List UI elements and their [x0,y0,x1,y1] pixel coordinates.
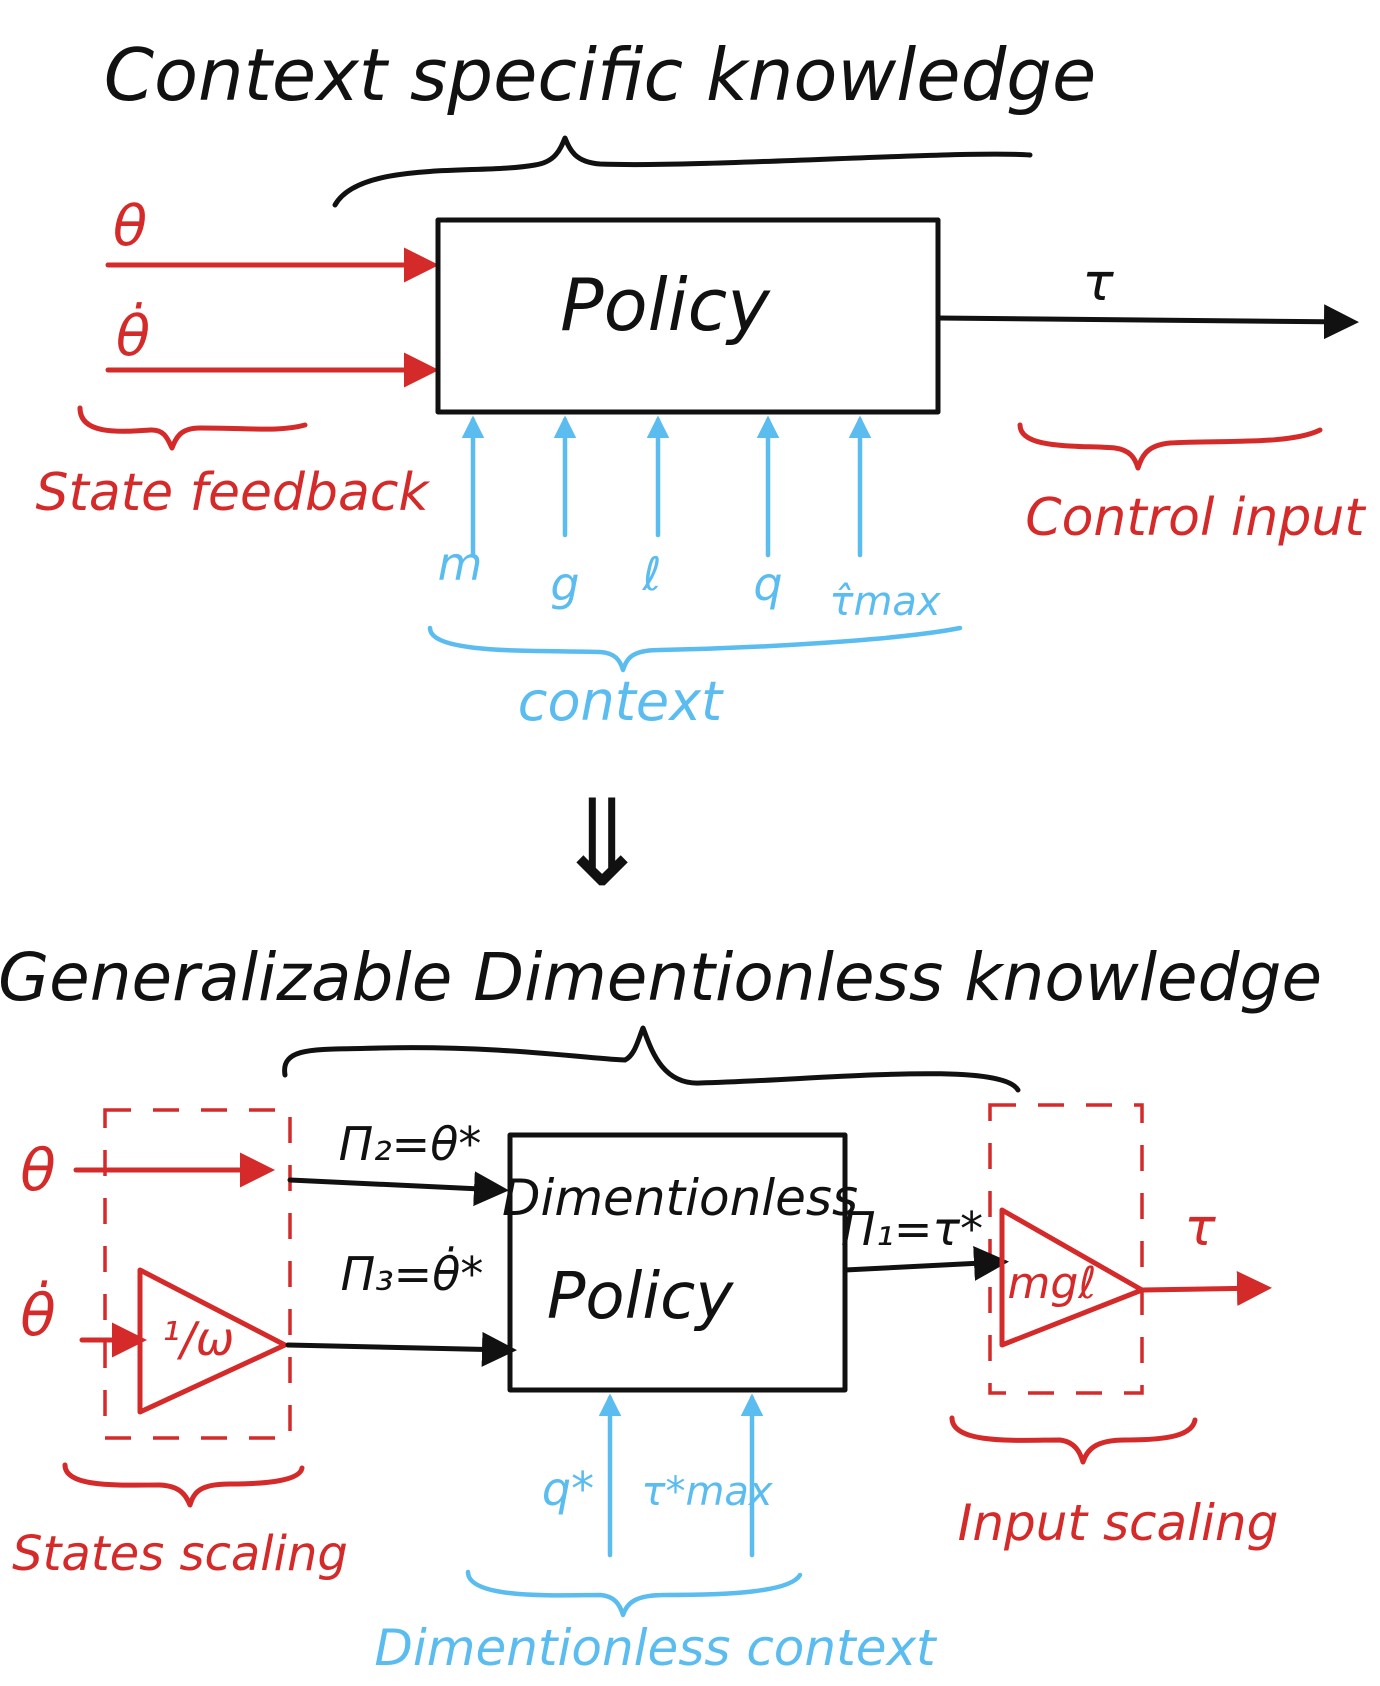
bottom-theta-label: θ [20,1136,56,1204]
dimless-context-label: Dimentionless context [374,1619,938,1677]
top-knowledge-brace [332,135,1033,208]
dimless-context-brace [465,1569,803,1618]
bottom-theta-dot-label: θ̇ [20,1279,56,1349]
top-title: Context specific knowledge [104,33,1097,117]
pi3-arrow [285,1331,517,1367]
bottom-title: Generalizable Dimentionless knowledge [0,939,1322,1016]
bottom-output-tau-label: τ [1184,1198,1216,1258]
context-param-tau-max: τ̂max [829,579,941,625]
bottom-knowledge-brace [282,1025,1021,1093]
top-theta-label: θ [113,194,147,259]
pi2-arrow [287,1171,509,1207]
dimless-context-param-tau-max: τ*max [641,1469,773,1515]
control-input-label: Control input [1025,488,1366,548]
bottom-policy-box [507,1132,848,1393]
bottom-output-arrow [1139,1270,1272,1306]
context-param-l: ℓ [641,547,661,601]
pi3-label: Π₃=θ̇* [341,1246,484,1301]
context-label: context [518,670,724,733]
bottom-policy-line2: Policy [547,1260,735,1334]
states-scaling-label: States scaling [12,1526,348,1582]
top-policy-label: Policy [560,263,771,347]
states-scaling-box [103,1108,292,1440]
states-scaling-brace [62,1462,305,1508]
omega-gain-triangle [137,1267,288,1415]
omega-gain-label: ¹/ω [162,1312,234,1366]
input-scaling-brace [949,1415,1198,1465]
top-theta-dot-label: θ̇ [116,302,150,369]
pi2-label: Π₂=θ* [339,1117,482,1171]
state-feedback-label: State feedback [35,463,430,523]
context-brace [427,625,963,673]
mgl-gain-triangle [999,1207,1145,1348]
top-output-tau-label: τ [1082,253,1114,313]
pi1-arrow [842,1245,1009,1281]
pi1-label: Π₁=τ* [841,1202,983,1256]
dimless-context-param-q: q* [542,1462,594,1516]
input-scaling-label: Input scaling [958,1494,1279,1552]
state-feedback-brace [77,405,308,451]
top-output-arrow [935,304,1359,340]
context-param-g: g [550,557,579,611]
context-param-q: q [753,557,782,611]
bottom-policy-line1: Dimentionless [502,1169,858,1227]
control-input-brace [1017,422,1323,471]
transition-arrow: ⇓ [552,775,653,914]
context-param-m: m [438,537,483,591]
mgl-gain-label: mgℓ [1008,1258,1097,1309]
